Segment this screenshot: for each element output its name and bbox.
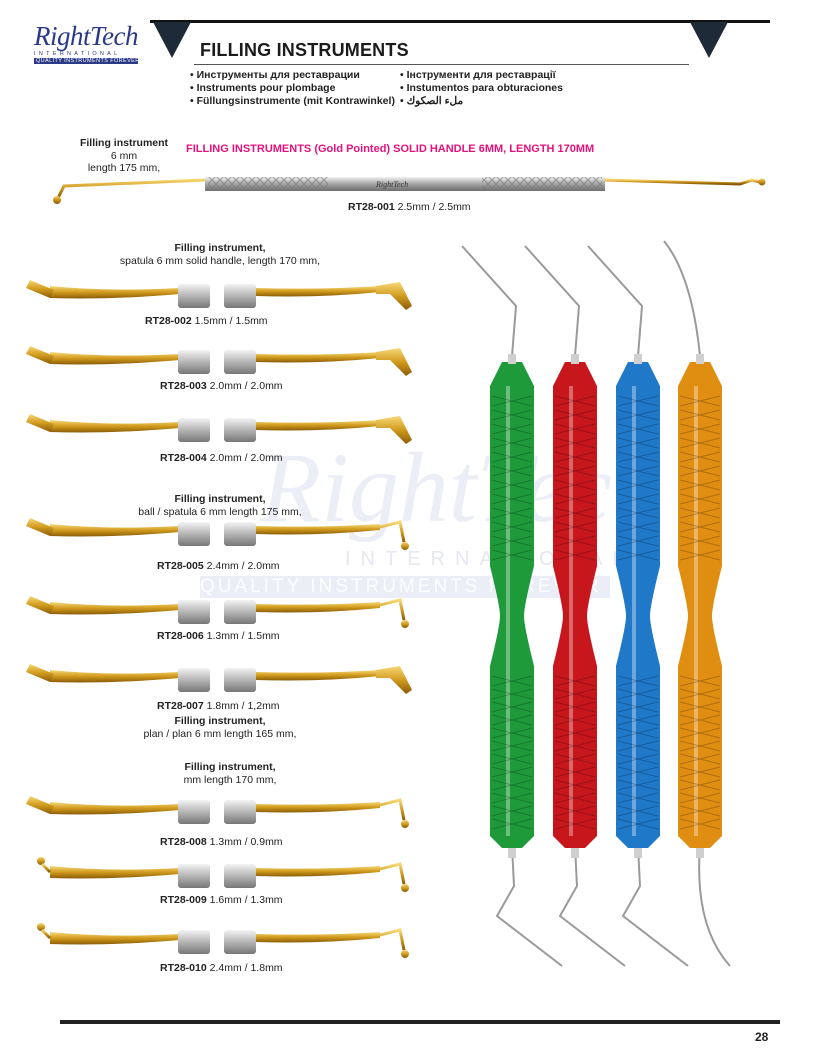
item-size: 1.6mm / 1.3mm <box>209 894 283 906</box>
group-title: Filling instrument, <box>174 493 266 505</box>
language-list-left: • Инструменты для реставрации • Instrume… <box>190 69 395 108</box>
colored-handle-instruments <box>461 240 731 967</box>
logo-subtitle: INTERNATIONAL <box>34 51 121 57</box>
rt28-002-caption: RT28-002 1.5mm / 1.5mm <box>145 315 268 327</box>
item-code: RT28-006 <box>157 630 204 642</box>
handle-green <box>461 245 563 967</box>
item-size: 1.8mm / 1,2mm <box>206 700 280 712</box>
item-code: RT28-003 <box>160 380 207 392</box>
instrument-4 <box>26 414 412 444</box>
header-rule <box>150 20 770 23</box>
group-label-ball: Filling instrument,mm length 170 mm, <box>120 761 340 786</box>
item-code: RT28-005 <box>157 560 204 572</box>
language-item: • Інструменти для реставрації <box>400 69 556 81</box>
group-title: Filling instrument, <box>184 761 276 773</box>
footer-rule <box>60 1020 780 1024</box>
language-item: • ملء الصكوك <box>400 95 464 107</box>
header-triangle-left <box>153 22 191 58</box>
top-instrument-label: Filling instrument 6 mm length 175 mm, <box>72 137 176 175</box>
rt28-003-caption: RT28-003 2.0mm / 2.0mm <box>160 380 283 392</box>
item-size: 1.5mm / 1.5mm <box>194 315 268 327</box>
rt28-010-caption: RT28-010 2.4mm / 1.8mm <box>160 962 283 974</box>
rt28-005-caption: RT28-005 2.4mm / 2.0mm <box>157 560 280 572</box>
handle-red <box>524 245 626 967</box>
group-spec: plan / plan 6 mm length 165 mm, <box>143 727 297 740</box>
logo-tagline: QUALITY INSTRUMENTS FOREVER <box>34 58 140 64</box>
item-code: RT28-004 <box>160 452 207 464</box>
item-code: RT28-008 <box>160 836 207 848</box>
group-title: Filling instrument, <box>174 242 266 254</box>
language-item: • Instruments pour plombage <box>190 82 336 94</box>
group-title: Filling instrument, <box>174 715 266 727</box>
rt28-007-caption: RT28-007 1.8mm / 1,2mm <box>157 700 280 712</box>
handle-brand: RightTech <box>375 180 408 189</box>
language-list-right: • Інструменти для реставрації • Instumen… <box>400 69 563 108</box>
group-spec: mm length 170 mm, <box>183 773 277 786</box>
handle-orange <box>663 240 731 967</box>
instrument-3 <box>26 346 412 376</box>
language-item: • Instumentos para obturaciones <box>400 82 563 94</box>
logo-word: RightTech <box>34 21 139 51</box>
instrument-7 <box>26 664 412 694</box>
item-code: RT28-010 <box>160 962 207 974</box>
title-underline <box>194 64 689 65</box>
rt28-001-caption: RT28-001 2.5mm / 2.5mm <box>348 201 471 213</box>
instrument-2 <box>26 280 412 310</box>
item-size: 1.3mm / 1.5mm <box>206 630 280 642</box>
section-headline: FILLING INSTRUMENTS (Gold Pointed) SOLID… <box>186 143 595 155</box>
item-size: 2.5mm / 2.5mm <box>397 201 471 213</box>
item-size: 2.4mm / 1.8mm <box>209 962 283 974</box>
item-size: 1.3mm / 0.9mm <box>209 836 283 848</box>
item-code: RT28-002 <box>145 315 192 327</box>
rt28-006-caption: RT28-006 1.3mm / 1.5mm <box>157 630 280 642</box>
instrument-5 <box>26 518 409 550</box>
group-label-plan: Filling instrument,plan / plan 6 mm leng… <box>110 715 330 740</box>
top-instrument-title: Filling instrument <box>79 137 169 149</box>
rt28-008-caption: RT28-008 1.3mm / 0.9mm <box>160 836 283 848</box>
item-size: 2.4mm / 2.0mm <box>206 560 280 572</box>
instrument-10 <box>37 923 409 958</box>
handle-blue <box>587 245 689 967</box>
group-label-spatula: Filling instrument,spatula 6 mm solid ha… <box>110 242 330 267</box>
item-code: RT28-009 <box>160 894 207 906</box>
group-spec: ball / spatula 6 mm length 175 mm, <box>138 505 302 518</box>
instrument-8 <box>26 796 409 828</box>
page-title: FILLING INSTRUMENTS <box>200 40 409 60</box>
brand-logo: RightTech INTERNATIONAL QUALITY INSTRUME… <box>34 21 140 64</box>
rt28-004-caption: RT28-004 2.0mm / 2.0mm <box>160 452 283 464</box>
rt28-009-caption: RT28-009 1.6mm / 1.3mm <box>160 894 283 906</box>
instrument-6 <box>26 596 409 628</box>
group-spec: spatula 6 mm solid handle, length 170 mm… <box>119 254 321 267</box>
instrument-rt28-001-image: RightTech <box>53 177 766 204</box>
header-triangle-right <box>690 22 728 58</box>
item-code: RT28-001 <box>348 201 395 213</box>
group-label-ball-spatula: Filling instrument,ball / spatula 6 mm l… <box>110 493 330 518</box>
instrument-illustrations <box>26 280 412 958</box>
item-size: 2.0mm / 2.0mm <box>209 452 283 464</box>
item-size: 2.0mm / 2.0mm <box>209 380 283 392</box>
top-instrument-length: length 175 mm, <box>87 162 161 174</box>
top-instrument-spec: 6 mm <box>110 149 138 162</box>
item-code: RT28-007 <box>157 700 204 712</box>
page-number: 28 <box>755 1030 769 1044</box>
language-item: • Füllungsinstrumente (mit Kontrawinkel) <box>190 95 395 107</box>
language-item: • Инструменты для реставрации <box>190 69 360 81</box>
instrument-9 <box>37 857 409 892</box>
